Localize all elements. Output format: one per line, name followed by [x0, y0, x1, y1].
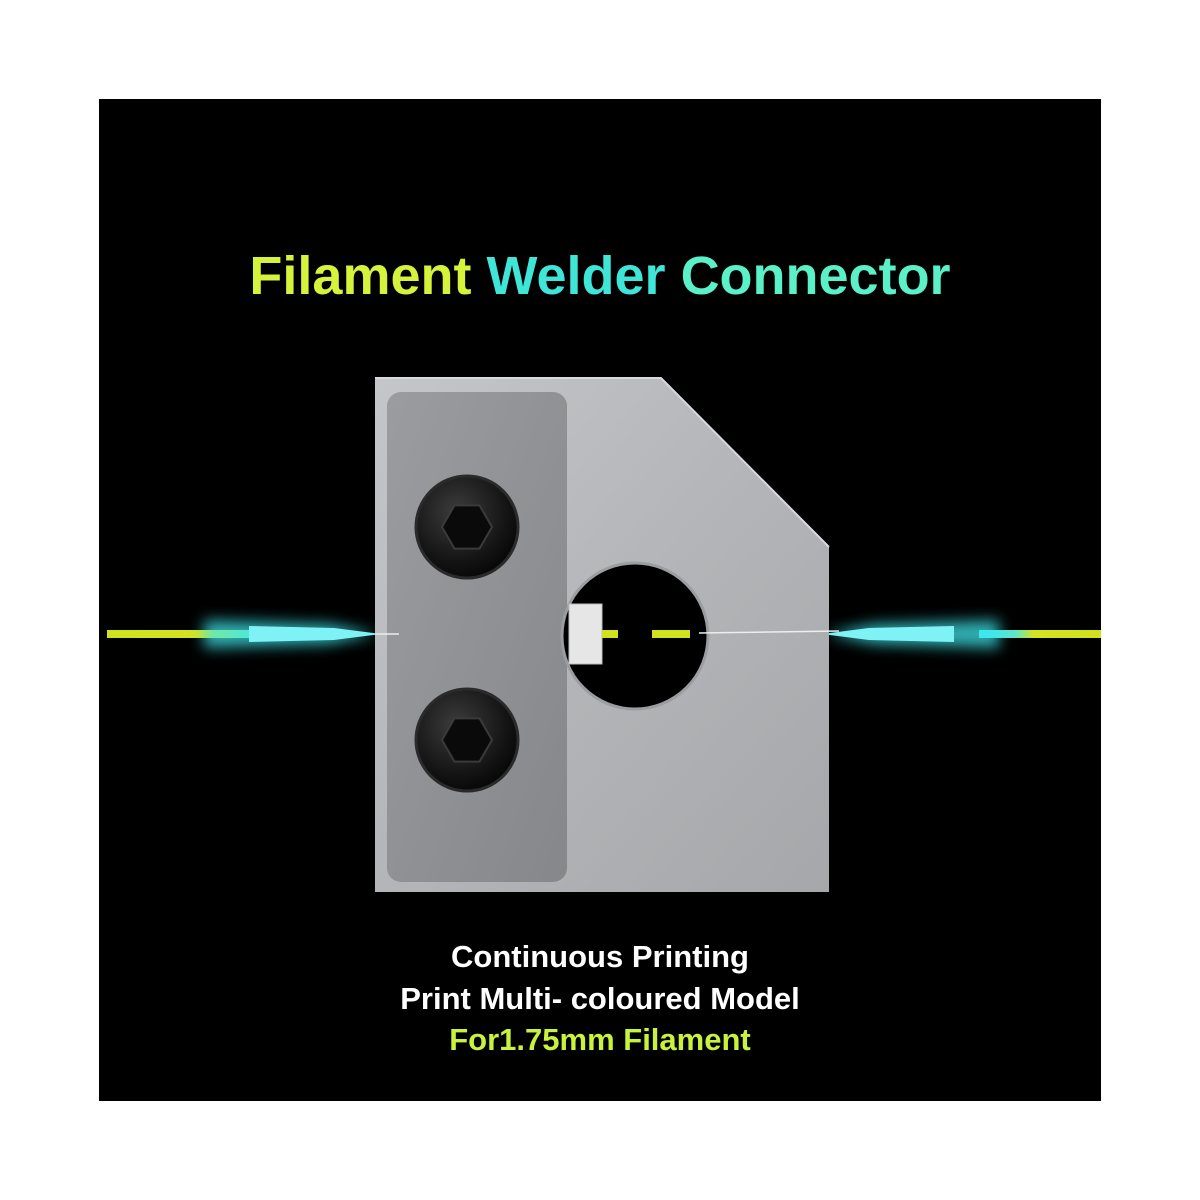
product-panel: Filament Welder Connector	[99, 99, 1101, 1101]
caption-filament-size: For1.75mm Filament	[449, 1022, 751, 1057]
connector-body	[375, 377, 840, 892]
ptfe-insert	[568, 603, 603, 665]
caption-multi-coloured: Print Multi- coloured Model	[400, 981, 800, 1016]
caption-continuous-printing: Continuous Printing	[451, 939, 749, 974]
title-word-welder: Welder	[486, 246, 666, 306]
right-filament	[822, 620, 1101, 648]
center-bore	[562, 563, 708, 709]
title-word-connector: Connector	[680, 246, 951, 306]
title-word-filament: Filament	[249, 246, 472, 306]
clamp-plate	[387, 392, 567, 882]
left-filament	[107, 620, 381, 648]
filament-welder-connector-illustration	[107, 377, 1101, 892]
hex-socket-screw-icon	[414, 687, 520, 793]
filament-arrow-icon	[204, 620, 381, 648]
hex-socket-screw-icon	[414, 474, 520, 580]
title: Filament Welder Connector	[99, 249, 1101, 303]
filament-arrow-icon	[822, 620, 999, 648]
